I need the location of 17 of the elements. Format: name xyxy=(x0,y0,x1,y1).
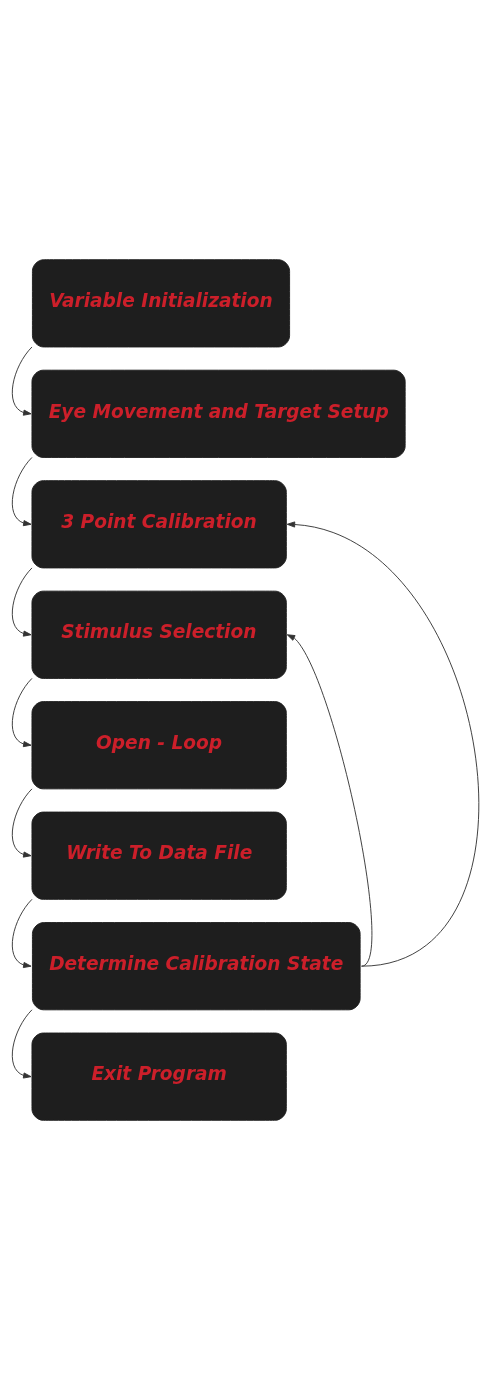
node-box: 3 Point Calibration xyxy=(31,479,287,568)
node-box: Variable Initialization xyxy=(31,258,291,347)
node-box: Write To Data File xyxy=(31,811,287,900)
arrow xyxy=(11,787,33,858)
arrow xyxy=(11,677,33,747)
node-box: Eye Movement and Target Setup xyxy=(31,369,406,458)
arrow xyxy=(11,346,33,416)
node-box: Open - Loop xyxy=(31,700,287,789)
node-box: Determine Calibration State xyxy=(31,921,361,1010)
node-box: Exit Program xyxy=(31,1032,287,1121)
arrow xyxy=(286,633,373,967)
arrow xyxy=(11,456,33,526)
arrow xyxy=(11,566,33,637)
node-box: Stimulus Selection xyxy=(31,590,287,679)
arrow xyxy=(11,1008,33,1079)
arrow xyxy=(11,898,33,968)
arrow xyxy=(286,520,480,967)
